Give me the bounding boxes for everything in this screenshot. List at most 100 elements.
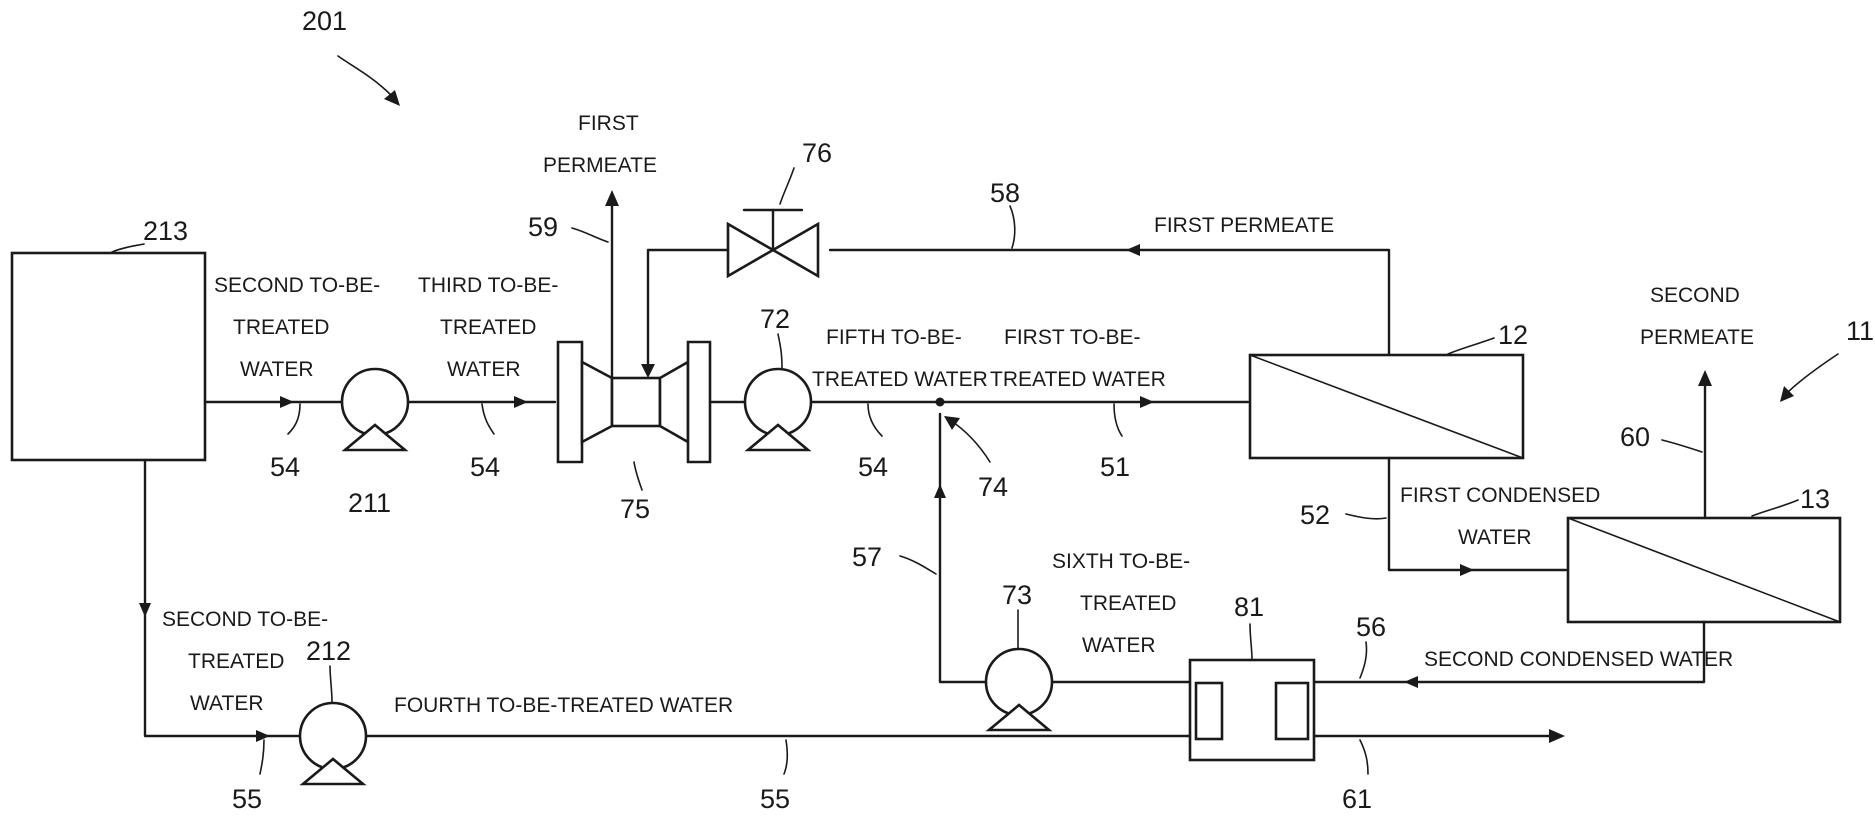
membrane-unit-13 xyxy=(1568,518,1840,622)
mixer-75 xyxy=(558,342,710,462)
svg-text:FIFTH TO-BE-: FIFTH TO-BE- xyxy=(826,326,962,349)
label-first-to-be-treated-water: FIRST TO-BE- TREATED WATER xyxy=(990,326,1166,391)
svg-text:WATER: WATER xyxy=(447,358,521,381)
svg-text:SIXTH TO-BE-: SIXTH TO-BE- xyxy=(1052,550,1190,573)
line-51-ref: 51 xyxy=(1100,452,1130,482)
label-fifth-to-be-treated-water: FIFTH TO-BE- TREATED WATER xyxy=(812,326,988,391)
tank-213-ref: 213 xyxy=(143,216,188,246)
line-60-arrowhead xyxy=(1698,370,1712,386)
line-57-ref: 57 xyxy=(852,542,882,572)
svg-text:TREATED WATER: TREATED WATER xyxy=(812,368,988,391)
unit-13-ref: 13 xyxy=(1800,484,1830,514)
line-55-arrowhead-right xyxy=(256,730,270,742)
svg-text:TREATED: TREATED xyxy=(1080,592,1176,615)
line-55-ref-1: 55 xyxy=(232,784,262,814)
svg-text:WATER: WATER xyxy=(1082,634,1156,657)
pump-73-ref: 73 xyxy=(1002,580,1032,610)
line-56-ref: 56 xyxy=(1356,612,1386,642)
line-52-arrowhead xyxy=(1460,564,1474,576)
mixer-75-leader xyxy=(634,462,642,490)
system-11-leader xyxy=(1786,354,1838,394)
membrane-unit-12 xyxy=(1250,355,1523,458)
line-61-leader xyxy=(1360,740,1368,774)
label-second-to-be-treated-water-bottom: SECOND TO-BE- TREATED WATER xyxy=(162,608,328,715)
line-54-arrowhead-1 xyxy=(280,396,294,408)
junction-74-ref: 74 xyxy=(978,472,1008,502)
svg-text:TREATED WATER: TREATED WATER xyxy=(990,368,1166,391)
line-57-arrowhead xyxy=(934,484,946,498)
figure-ref-201-arrowhead xyxy=(384,90,400,106)
label-second-to-be-treated-water-top: SECOND TO-BE- TREATED WATER xyxy=(214,274,380,381)
line-57-leader xyxy=(900,556,936,574)
system-11-ref: 11 xyxy=(1846,316,1874,346)
pump-212-ref: 212 xyxy=(306,636,351,666)
valve-76-leader xyxy=(780,168,794,204)
pump-73 xyxy=(986,649,1052,730)
line-52-ref: 52 xyxy=(1300,500,1330,530)
line-54-ref-2: 54 xyxy=(470,452,500,482)
svg-text:SECOND: SECOND xyxy=(1650,284,1740,307)
pump-212-leader xyxy=(330,666,332,702)
svg-text:PERMEATE: PERMEATE xyxy=(543,154,657,177)
unit-12-ref: 12 xyxy=(1498,320,1528,350)
pump-72 xyxy=(745,369,811,450)
label-third-to-be-treated-water: THIRD TO-BE- TREATED WATER xyxy=(418,274,558,381)
line-54-arrowhead-2 xyxy=(514,396,528,408)
pump-211 xyxy=(342,369,408,450)
heat-exchanger-81 xyxy=(1190,660,1314,760)
svg-text:TREATED: TREATED xyxy=(188,650,284,673)
line-60-ref: 60 xyxy=(1620,422,1650,452)
pump-212 xyxy=(300,703,366,784)
line-60-leader xyxy=(1662,440,1702,452)
line-55-leader-1 xyxy=(260,740,264,774)
svg-text:TREATED: TREATED xyxy=(233,316,329,339)
pump-72-ref: 72 xyxy=(760,304,790,334)
label-fourth-to-be-treated-water: FOURTH TO-BE-TREATED WATER xyxy=(394,694,733,717)
junction-74-leader xyxy=(950,420,990,462)
line-55-ref-2: 55 xyxy=(760,784,790,814)
svg-text:FIRST: FIRST xyxy=(578,112,639,135)
line-59-arrowhead xyxy=(605,190,619,206)
line-52-first-condensed-water xyxy=(1389,458,1566,570)
svg-text:THIRD TO-BE-: THIRD TO-BE- xyxy=(418,274,558,297)
svg-text:SECOND TO-BE-: SECOND TO-BE- xyxy=(214,274,380,297)
line-56-leader xyxy=(1360,642,1367,678)
svg-text:TREATED: TREATED xyxy=(440,316,536,339)
line-58-arrowhead xyxy=(1126,244,1140,256)
svg-text:PERMEATE: PERMEATE xyxy=(1640,326,1754,349)
label-first-permeate-return: FIRST PERMEATE xyxy=(1154,214,1334,237)
figure-ref-201-leader xyxy=(338,56,392,96)
line-55-arrowhead-down xyxy=(139,603,151,617)
pump-72-leader xyxy=(778,334,782,368)
label-second-condensed-water: SECOND CONDENSED WATER xyxy=(1424,648,1733,671)
line-52-leader xyxy=(1346,514,1386,519)
line-54-leader-1 xyxy=(288,404,300,434)
junction-74-dot xyxy=(936,398,945,407)
line-58-arrowhead-into-mixer xyxy=(641,364,655,378)
mixer-75-ref: 75 xyxy=(620,494,650,524)
valve-76-ref: 76 xyxy=(802,138,832,168)
valve-76 xyxy=(728,210,818,276)
line-54-ref-1: 54 xyxy=(270,452,300,482)
line-54-leader-2 xyxy=(482,404,494,434)
exchanger-81-ref: 81 xyxy=(1234,592,1264,622)
svg-text:FIRST CONDENSED: FIRST CONDENSED xyxy=(1400,484,1600,507)
line-59-ref: 59 xyxy=(528,212,558,242)
tank-213-leader xyxy=(112,244,144,252)
line-51-leader xyxy=(1114,404,1122,436)
svg-text:SECOND TO-BE-: SECOND TO-BE- xyxy=(162,608,328,631)
line-58-ref: 58 xyxy=(990,178,1020,208)
svg-text:WATER: WATER xyxy=(1458,526,1532,549)
line-59-leader xyxy=(572,228,608,242)
line-56-arrowhead xyxy=(1404,676,1418,688)
unit-13-leader xyxy=(1752,500,1798,516)
line-58-leader xyxy=(1010,206,1015,248)
line-61-arrowhead xyxy=(1549,729,1565,743)
label-second-permeate: SECOND PERMEATE xyxy=(1640,284,1754,349)
junction-74-arrowhead xyxy=(944,416,960,430)
unit-12-leader xyxy=(1448,338,1494,354)
pump-211-ref: 211 xyxy=(348,488,391,518)
line-61-ref: 61 xyxy=(1342,784,1372,814)
line-54-ref-3: 54 xyxy=(858,452,888,482)
